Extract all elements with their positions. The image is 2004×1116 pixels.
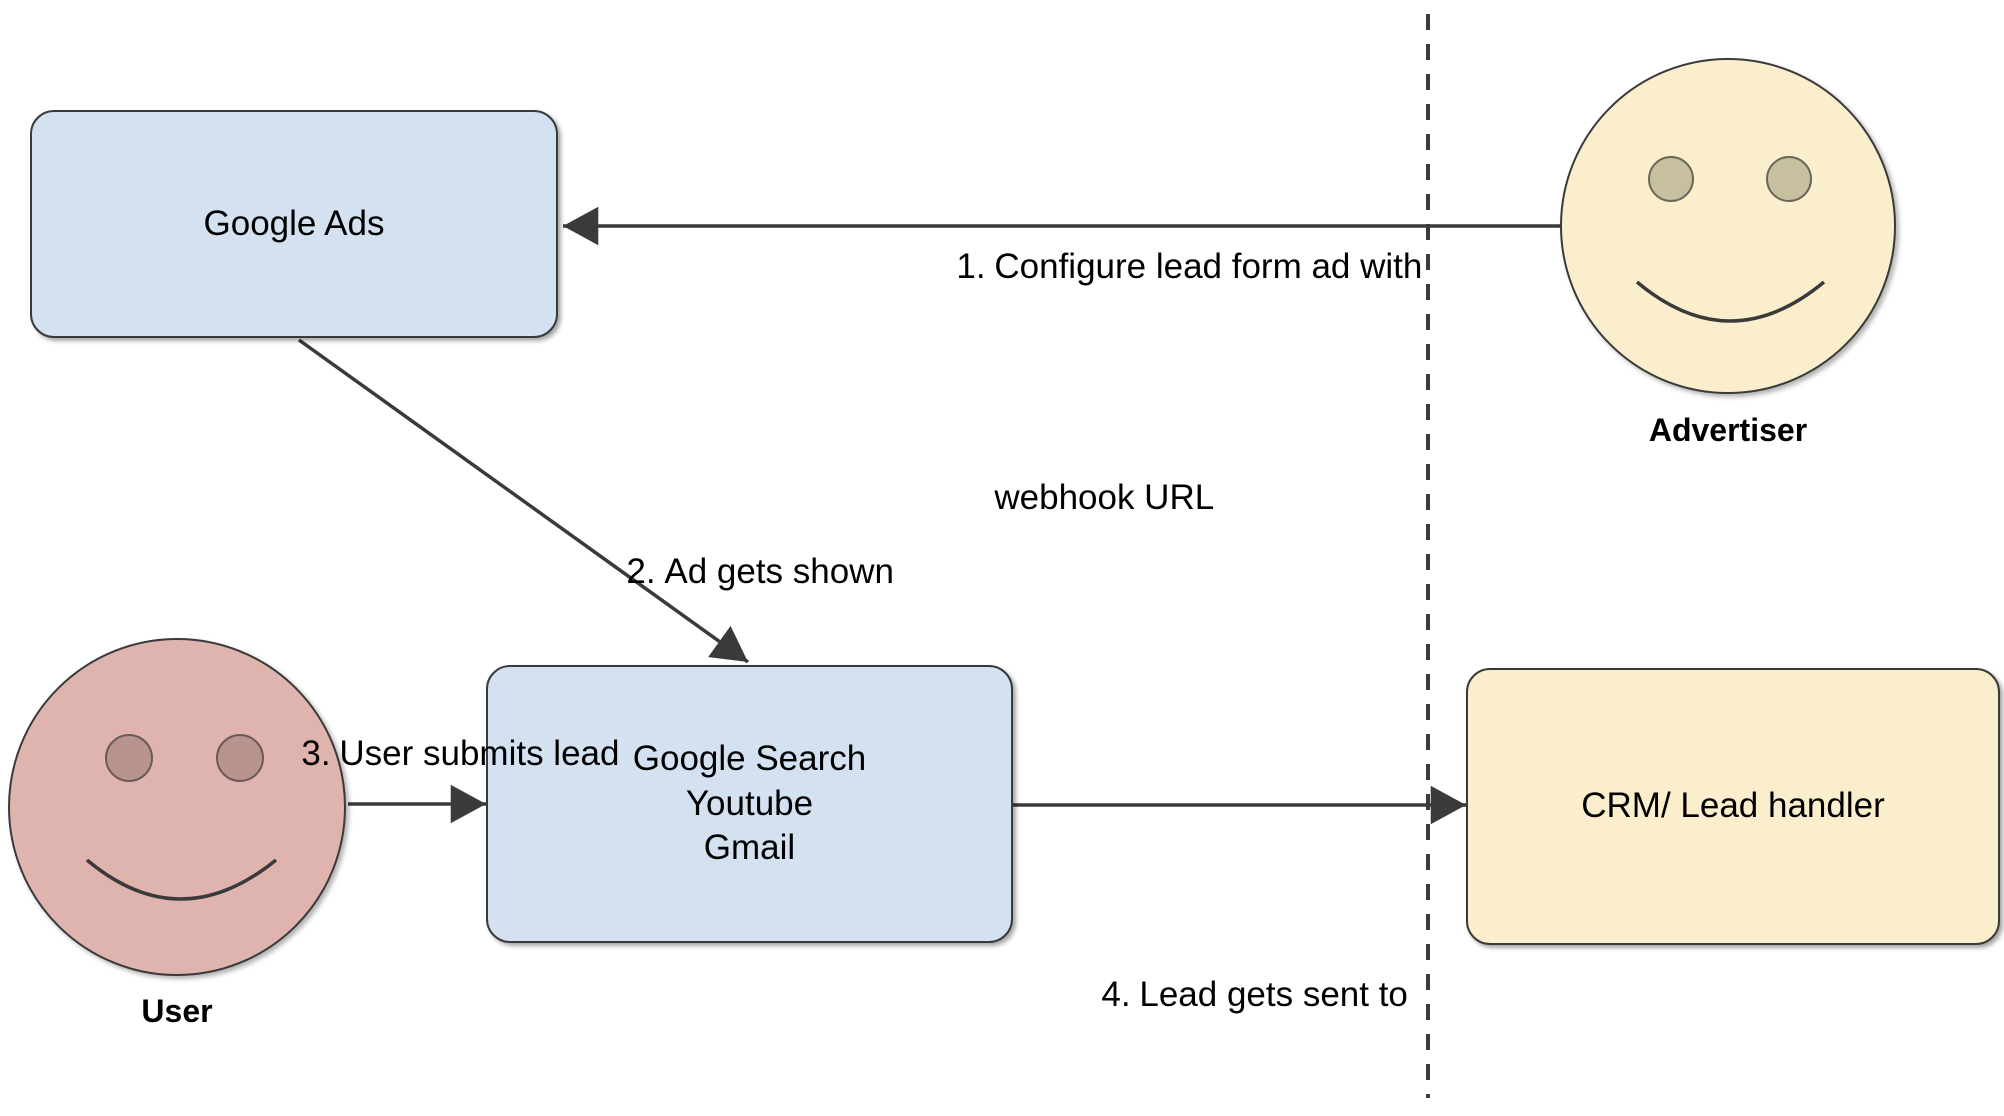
node-google-surfaces-line-2: Youtube [685,783,814,823]
eye-left-icon [105,734,153,782]
edge-label-4-number: 4. [1101,974,1131,1014]
edge-label-1-number: 1. [956,246,986,286]
edge-label-3-number: 3. [301,733,331,773]
smile-icon [85,858,278,901]
edge-label-2-number: 2. [626,551,656,591]
edge-label-4: 4.Lead gets sent to webhook url [1043,833,1408,1116]
node-google-surfaces-line-1: Google Search [632,738,867,778]
node-google-surfaces[interactable]: Google Search Youtube Gmail [486,665,1013,943]
edge-google-ads-to-surfaces [297,338,750,664]
avatar-advertiser[interactable] [1560,58,1896,394]
edge-label-2-line-1: Ad gets shown [664,551,894,591]
node-google-surfaces-line-3: Gmail [703,828,796,868]
avatar-advertiser-label: Advertiser [1648,412,1808,448]
eye-right-icon [216,734,264,782]
edge-label-4-line-1: Lead gets sent to [1139,974,1408,1014]
eye-right-icon [1766,156,1812,202]
edge-label-3: 3.User submits lead [243,592,619,915]
node-google-ads-label: Google Ads [203,203,385,243]
avatar-user-label: User [141,993,213,1029]
avatar-user[interactable] [8,638,346,976]
edge-label-1-line-1: Configure lead form ad with [994,246,1423,286]
edge-label-3-line-1: User submits lead [339,733,620,773]
edge-label-1: 1.Configure lead form ad with webhook UR… [898,105,1422,659]
smile-icon [1635,280,1826,323]
edge-label-1-line-2: webhook URL [994,477,1215,517]
node-crm-label: CRM/ Lead handler [1581,786,1885,826]
node-crm[interactable]: CRM/ Lead handler [1466,668,2000,945]
edge-label-2: 2.Ad gets shown [568,410,894,733]
node-google-ads[interactable]: Google Ads [30,110,558,338]
eye-left-icon [1648,156,1694,202]
